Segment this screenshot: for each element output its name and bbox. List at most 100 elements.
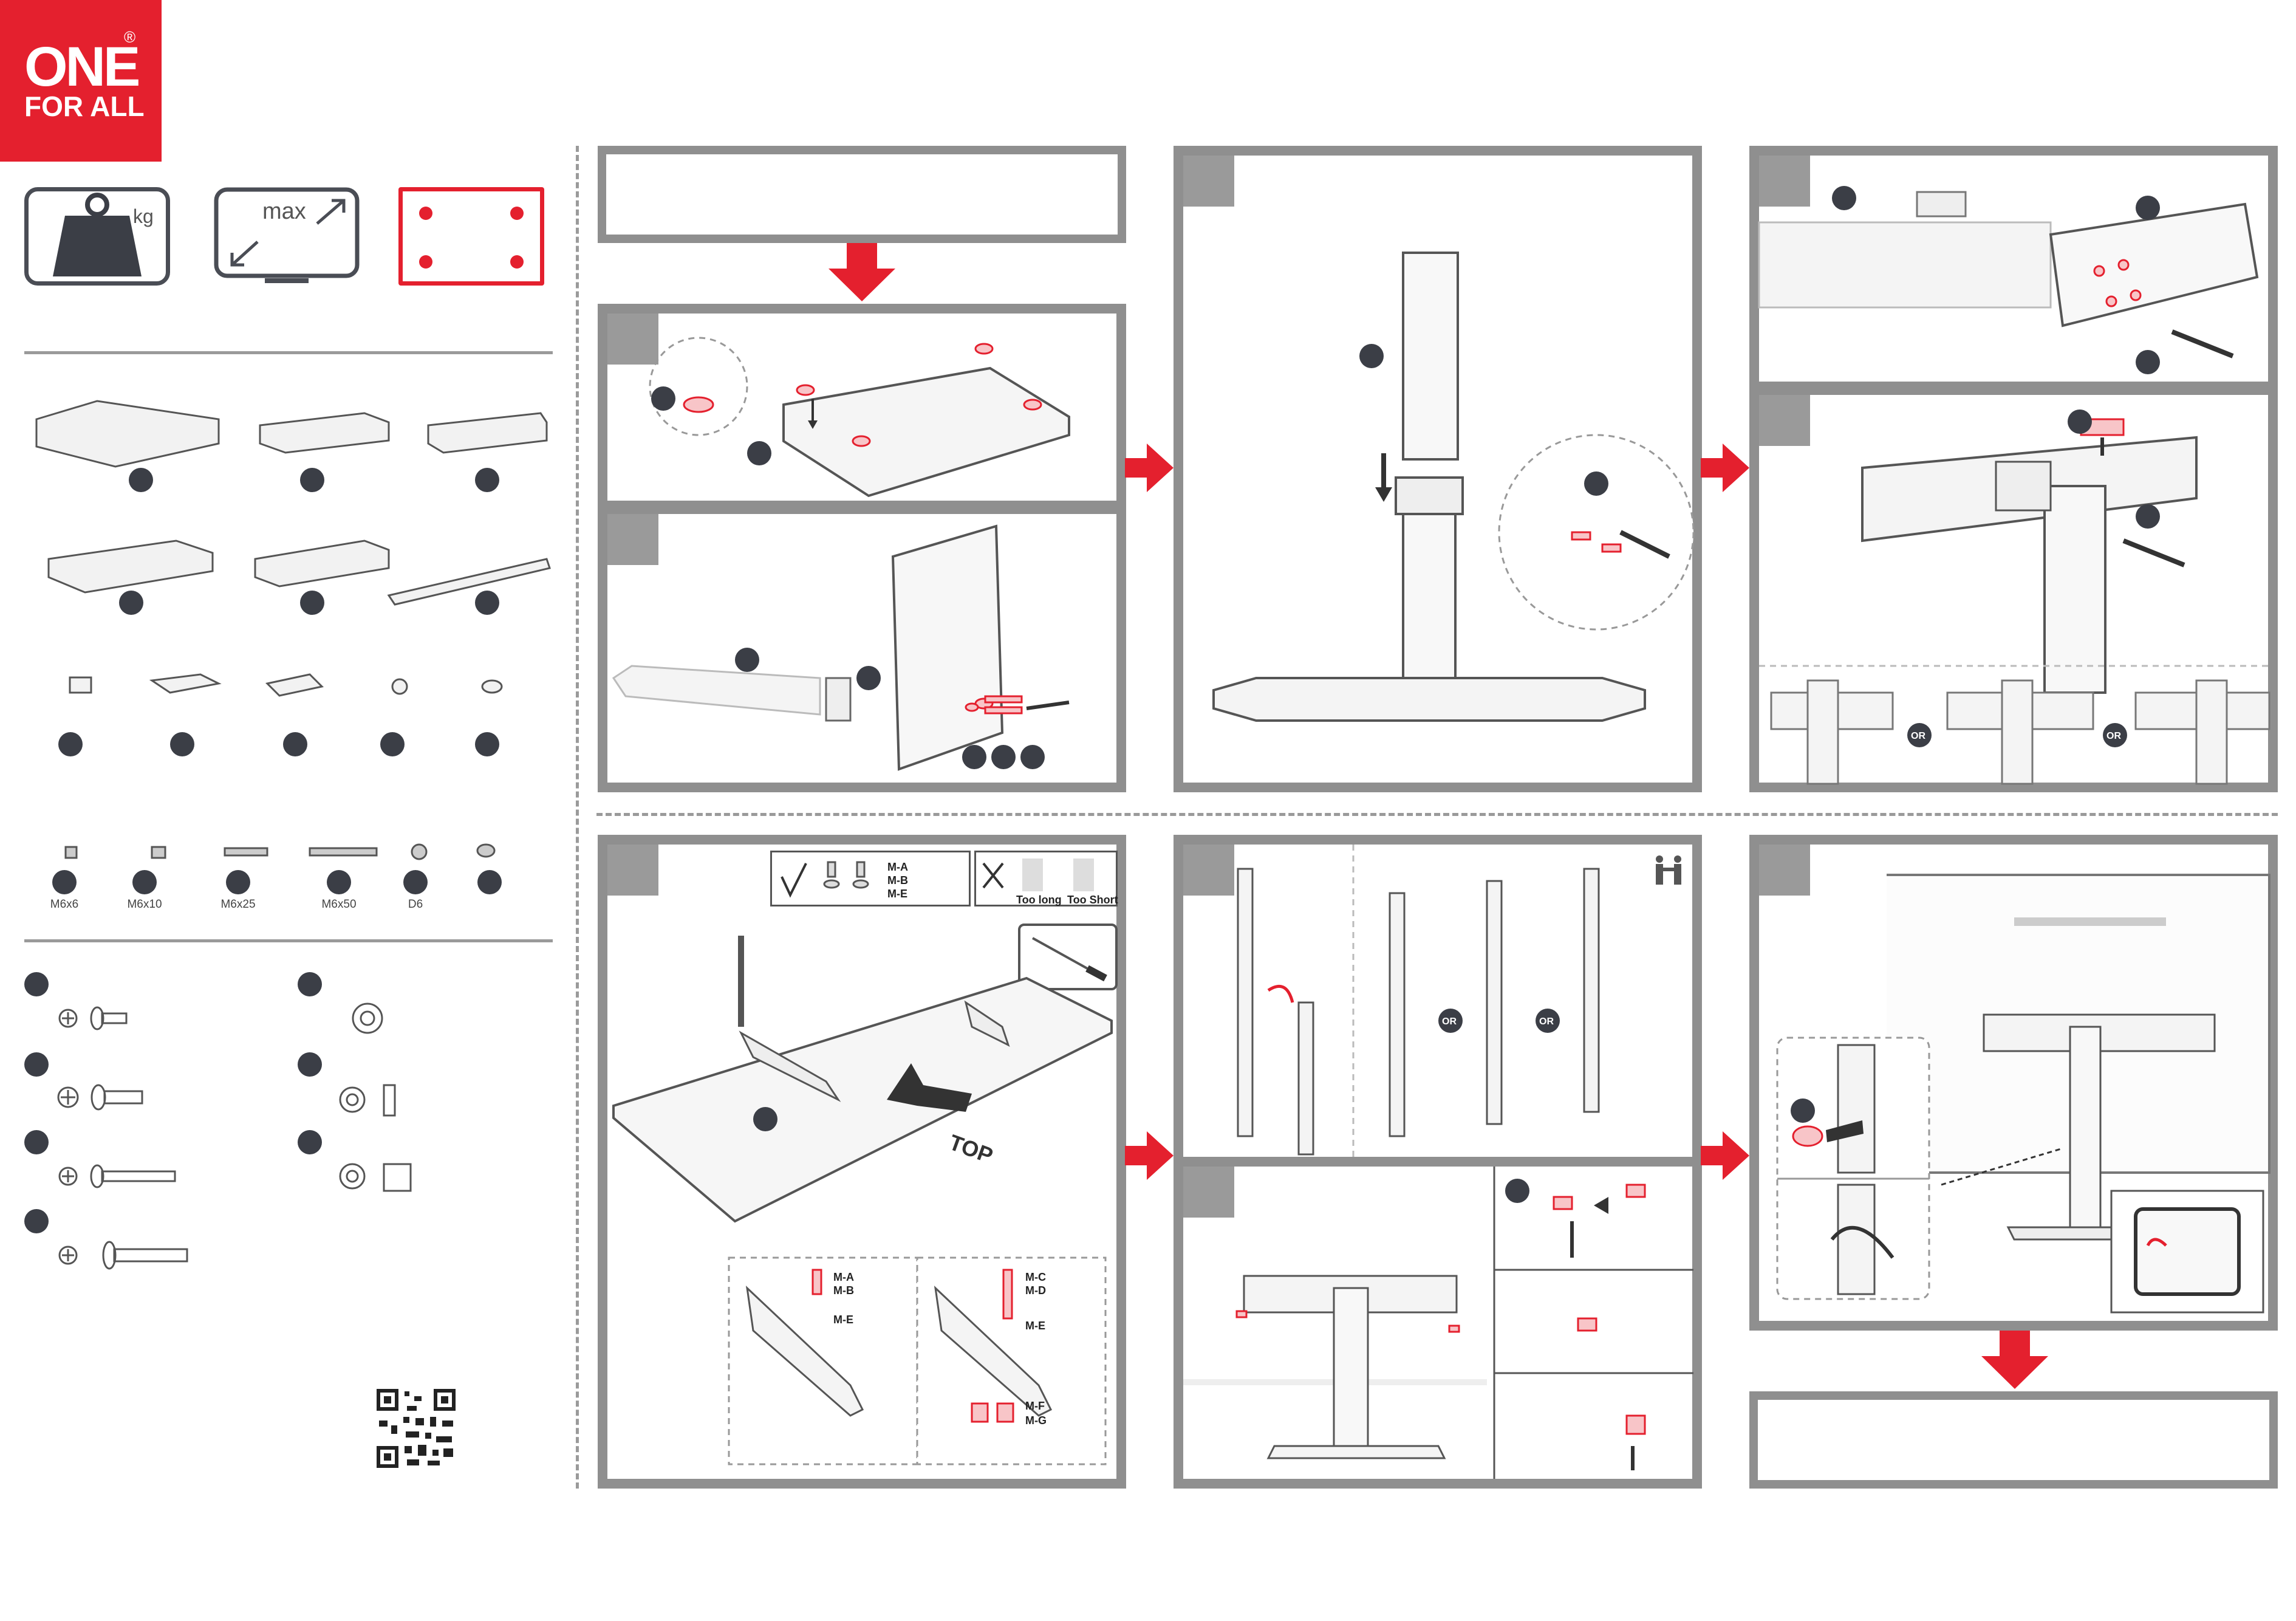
or-label: OR: [1442, 1016, 1457, 1027]
or-label: OR: [2106, 731, 2121, 741]
step-panel-6: M-A M-B M-E Too long Too Short TOP M-A M…: [598, 835, 1126, 1489]
step-panel-9: [1749, 835, 2278, 1331]
right-arrow-icon: [1125, 444, 1174, 492]
step-intro-box: [598, 146, 1126, 243]
step-panel-2: [598, 504, 1126, 792]
part-number-badge: [1832, 186, 1856, 210]
fastener-label-d6: D6: [379, 898, 452, 911]
part-number-badge: [856, 666, 881, 690]
qr-code: [377, 1389, 456, 1468]
step-3-illustration: [1183, 156, 1693, 781]
brand-logo: ONE ® FOR ALL: [0, 0, 162, 162]
part-number-badge: [119, 591, 143, 615]
part-number-badge: [475, 732, 499, 756]
part-number-badge: [2136, 350, 2160, 374]
fastener-label-m6x50: M6x50: [302, 898, 375, 911]
part-number-badge: [753, 1107, 777, 1131]
detail-right-md: M-D: [1025, 1284, 1046, 1297]
fastener-badge: [403, 870, 428, 894]
part-number-badge: [991, 745, 1016, 769]
brand-line1: ONE: [24, 39, 138, 95]
detail-left-me: M-E: [833, 1314, 853, 1326]
fastener-badge: [52, 870, 77, 894]
part-number-badge: [1359, 344, 1384, 368]
part-number-badge: [962, 745, 986, 769]
right-arrow-icon: [1701, 444, 1749, 492]
brand-reg-mark: ®: [124, 28, 135, 47]
or-label: OR: [1911, 731, 1925, 741]
step-2-illustration: [607, 514, 1118, 781]
washer-badge: [298, 972, 322, 996]
part-number-badge: [58, 732, 83, 756]
column-divider: [576, 146, 579, 1489]
weight-unit: kg: [133, 205, 154, 227]
step-panel-4: [1749, 146, 2278, 391]
fastener-badge: [327, 870, 351, 894]
part-number-badge: [170, 732, 194, 756]
cable-clip-part: [392, 679, 407, 694]
step-6-illustration: TOP M-A M-B M-E M-C M-D M-E M-F M-G: [607, 845, 1118, 1476]
top-label: TOP: [946, 1129, 996, 1168]
part-number-badge: [475, 591, 499, 615]
clip-part: [70, 677, 91, 693]
screen-size-icon: max: [214, 187, 360, 290]
part-number-badge: [300, 468, 324, 492]
vesa-pattern-icon: [398, 187, 544, 286]
screw-badge: [24, 1052, 49, 1077]
detail-right-mf: M-F: [1025, 1400, 1045, 1412]
fastener-label-m6x6: M6x6: [28, 898, 101, 911]
detail-right-me: M-E: [1025, 1320, 1045, 1332]
part-number-badge: [735, 648, 759, 672]
bracket-frame-part: [255, 541, 389, 586]
detail-left-ma: M-A: [833, 1271, 854, 1283]
column-upper-part: [260, 413, 389, 453]
part-number-badge: [380, 732, 405, 756]
detail-left-mb: M-B: [833, 1284, 854, 1297]
step-panel-5: OR OR: [1749, 385, 2278, 792]
detail-right-mc: M-C: [1025, 1271, 1046, 1283]
mounting-rail-part: [389, 559, 550, 605]
detail-right-mg: M-G: [1025, 1414, 1047, 1427]
fastener-label-m6x25: M6x25: [202, 898, 275, 911]
fastener-label-m6x10: M6x10: [108, 898, 181, 911]
part-number-badge: [300, 591, 324, 615]
screw-badge: [24, 1209, 49, 1233]
down-arrow-icon: [829, 243, 895, 301]
or-label: OR: [1539, 1016, 1554, 1027]
column-lower-part: [428, 413, 547, 453]
fastener-badge: [477, 870, 502, 894]
step-1-illustration: [607, 314, 1118, 502]
fastener-badge: [226, 870, 250, 894]
part-number-badge: [1791, 1098, 1815, 1123]
base-plate-part: [36, 401, 219, 467]
screw-badge: [24, 1130, 49, 1154]
weight-spec-icon: kg: [24, 187, 170, 286]
down-arrow-icon: [1981, 1331, 2048, 1389]
step-9-illustration: [1759, 845, 2269, 1321]
right-arrow-icon: [1125, 1131, 1174, 1180]
part-number-badge: [283, 732, 307, 756]
row-divider: [596, 813, 2278, 816]
part-number-badge: [129, 468, 153, 492]
part-number-badge: [1584, 471, 1608, 496]
two-person-icon: [1651, 853, 1687, 889]
screen-size-spec-icon: max: [214, 187, 360, 286]
right-arrow-icon: [1701, 1131, 1749, 1180]
divider: [24, 939, 553, 942]
brand-line2: FOR ALL: [24, 92, 145, 120]
part-number-badge: [2068, 410, 2092, 434]
cover-plate-part: [152, 674, 219, 693]
bracket-plate-part: [49, 541, 213, 592]
part-number-badge: [2136, 196, 2160, 220]
part-number-badge: [1505, 1179, 1529, 1203]
fastener-badge: [132, 870, 157, 894]
cable-cover-part: [267, 674, 322, 696]
step-panel-7: OR OR: [1174, 835, 1702, 1167]
step-7-illustration: OR OR: [1183, 845, 1693, 1157]
part-number-badge: [747, 441, 771, 465]
step-panel-1: [598, 304, 1126, 510]
divider: [24, 351, 553, 354]
part-number-badge: [651, 386, 675, 411]
size-label: max: [262, 199, 306, 224]
rubber-foot-part: [482, 680, 502, 693]
